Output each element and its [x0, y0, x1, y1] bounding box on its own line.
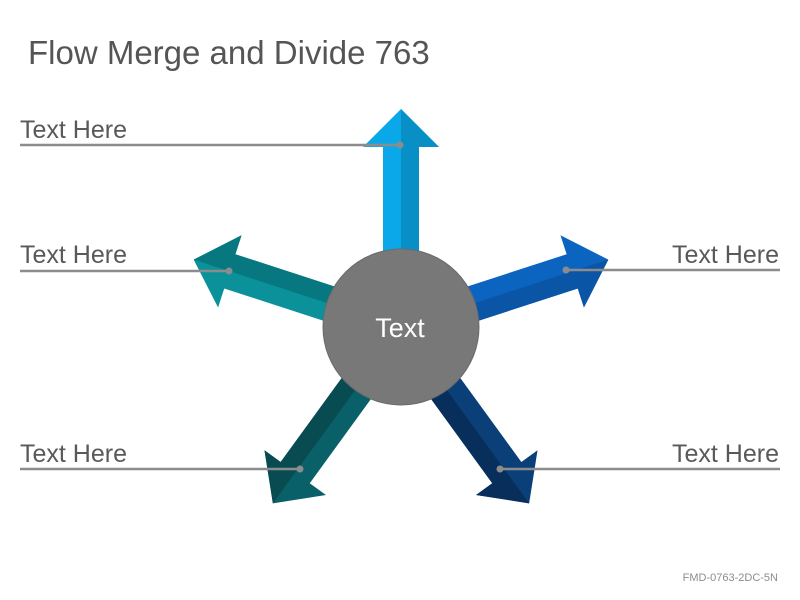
- label-right-arrow: Text Here: [672, 241, 779, 269]
- arrow-right: [452, 235, 609, 326]
- leader-dot-left: [225, 267, 233, 275]
- leader-dot-right: [562, 266, 570, 274]
- leader-dot-up: [396, 141, 404, 149]
- arrow-left-shade: [193, 235, 350, 309]
- arrow-up: [363, 109, 439, 267]
- arrow-up-shade: [401, 109, 439, 267]
- center-label: Text: [375, 313, 425, 343]
- page-title: Flow Merge and Divide 763: [28, 34, 430, 71]
- label-lower-left-arrow: Text Here: [20, 440, 127, 468]
- footer-code: FMD-0763-2DC-5N: [682, 572, 778, 584]
- label-up-arrow: Text Here: [20, 116, 127, 144]
- label-left-arrow: Text Here: [20, 241, 127, 269]
- label-lower-right-arrow: Text Here: [672, 440, 779, 468]
- center-hub: [322, 248, 480, 406]
- leader-dot-lower-left: [296, 465, 304, 473]
- arrow-left: [193, 235, 350, 326]
- leader-dot-lower-right: [496, 465, 504, 473]
- arrow-right-shade: [458, 259, 609, 326]
